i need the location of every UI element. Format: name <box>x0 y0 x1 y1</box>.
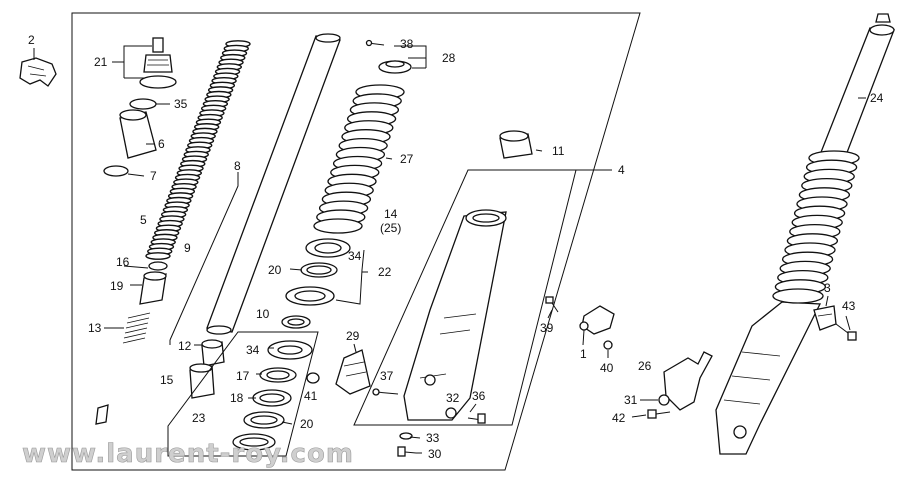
callout-27: 27 <box>400 152 414 166</box>
callout-22: 22 <box>378 265 392 279</box>
part-6-spacer <box>119 109 157 159</box>
part-38-bolt <box>365 39 385 47</box>
part-2-clip <box>19 57 57 87</box>
part-1-clamp <box>579 305 615 335</box>
callout-35: 35 <box>174 97 188 111</box>
callout-39: 39 <box>540 321 554 335</box>
callout-labels: 2 21 35 6 7 5 16 19 13 8 9 12 15 23 34 1… <box>28 33 884 461</box>
part-3-clip <box>813 305 837 331</box>
watermark: www.laurent-roy.com <box>22 439 354 469</box>
part-9-fork-pipe <box>206 33 341 335</box>
part-33-washer <box>399 432 413 440</box>
callout-41: 41 <box>304 389 318 403</box>
assembly-frame <box>71 12 641 471</box>
callout-40: 40 <box>600 361 614 375</box>
callout-14: 14 <box>384 207 398 221</box>
callout-34-lower: 34 <box>246 343 260 357</box>
callout-5: 5 <box>140 213 147 227</box>
callout-34-upper: 34 <box>348 249 362 263</box>
callout-18: 18 <box>230 391 244 405</box>
part-24-boot <box>772 150 860 304</box>
callout-30: 30 <box>428 447 442 461</box>
callout-33: 33 <box>426 431 440 445</box>
callout-37: 37 <box>380 369 394 383</box>
callout-11: 11 <box>552 144 565 158</box>
part-26-bracket <box>663 351 713 411</box>
part-20-slide-metal <box>232 433 276 451</box>
part-36-bolt <box>467 413 486 424</box>
callout-6: 6 <box>158 137 165 151</box>
boot-fold <box>313 218 363 234</box>
part-35-o-ring <box>129 98 157 110</box>
callout-2: 2 <box>28 33 35 47</box>
callout-36: 36 <box>472 389 486 403</box>
part-37-bolt <box>372 388 399 396</box>
callout-3: 3 <box>824 281 831 295</box>
callout-12: 12 <box>178 339 192 353</box>
part-13-rebound-spring <box>122 312 151 344</box>
part-39-bolt <box>545 296 559 313</box>
callout-13: 13 <box>88 321 102 335</box>
part-12-oil-lock-piece <box>201 339 225 367</box>
callout-10: 10 <box>256 307 270 321</box>
part-34-dust-seal-a <box>267 340 313 360</box>
callout-23: 23 <box>192 411 206 425</box>
callout-21: 21 <box>94 55 108 69</box>
callout-9: 9 <box>184 241 191 255</box>
part-29-clamp <box>335 349 371 395</box>
part-24-front-fork-assembly <box>715 13 895 455</box>
part-18-oil-seal <box>252 389 292 407</box>
callout-19: 19 <box>110 279 124 293</box>
boot-fold <box>772 288 824 304</box>
part-16-ring <box>148 261 168 271</box>
part-30-drain-bolt <box>397 446 417 457</box>
part-41-plug <box>306 372 320 384</box>
part-7-washer <box>103 165 129 177</box>
callout-43: 43 <box>842 299 856 313</box>
callout-20-lower: 20 <box>300 417 314 431</box>
part-15-collar <box>189 363 215 399</box>
part-11-cap <box>499 130 533 159</box>
part-34-dust-seal-b <box>305 238 351 258</box>
callout-38: 38 <box>400 37 414 51</box>
callout-25: (25) <box>380 221 401 235</box>
part-40-nut <box>603 340 613 350</box>
part-42-bolt <box>647 409 671 419</box>
callout-4: 4 <box>618 163 625 177</box>
part-21-cap-bolt <box>139 37 177 89</box>
callout-17: 17 <box>236 369 250 383</box>
callout-26: 26 <box>638 359 652 373</box>
leader-lines <box>33 45 866 454</box>
part-20-back-up-ring-b <box>300 262 338 278</box>
seal-set-frame <box>167 331 319 457</box>
callout-29: 29 <box>346 329 360 343</box>
spring-coil <box>145 252 171 260</box>
callout-20-upper: 20 <box>268 263 282 277</box>
part-5-fork-spring <box>145 40 251 260</box>
callout-31: 31 <box>624 393 638 407</box>
damper-rod-assembly <box>95 261 168 425</box>
part-31-washer <box>658 394 670 406</box>
slider-frame <box>353 169 577 426</box>
callout-15: 15 <box>160 373 174 387</box>
part-22-ring-set <box>285 286 335 306</box>
part-10-slide-bushing <box>281 315 311 329</box>
part-32-washer <box>445 407 457 419</box>
part-17-stop-ring <box>259 367 297 383</box>
part-28-boot-cap <box>378 60 412 74</box>
callout-1: 1 <box>580 347 587 361</box>
part-14-fork-slider <box>403 209 507 421</box>
part-20-back-up-ring-a <box>243 411 285 429</box>
part-43-bolt <box>835 323 857 341</box>
callout-16: 16 <box>116 255 130 269</box>
part-27-fork-boot <box>313 84 405 234</box>
callout-24: 24 <box>870 91 884 105</box>
callout-32: 32 <box>446 391 460 405</box>
callout-28: 28 <box>442 51 456 65</box>
callout-42: 42 <box>612 411 626 425</box>
callout-8: 8 <box>234 159 241 173</box>
callout-7: 7 <box>150 169 157 183</box>
